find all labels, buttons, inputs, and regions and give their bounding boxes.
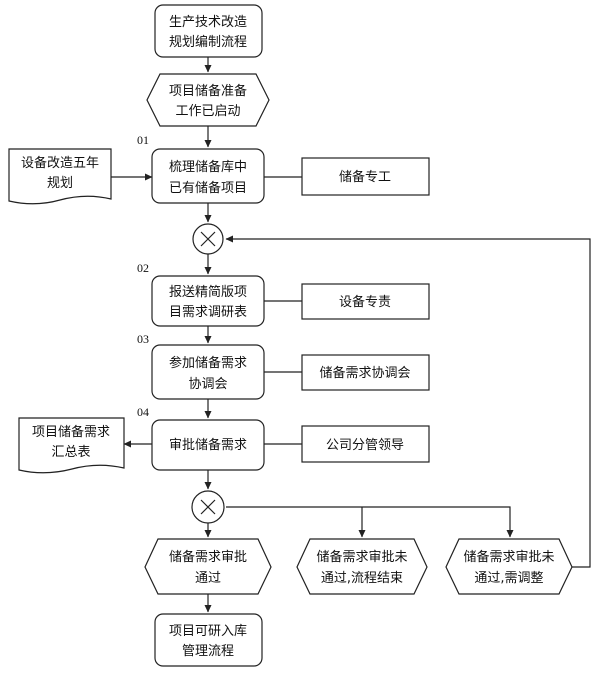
node-start-line1: 生产技术改造 (169, 15, 247, 30)
role-company-leader: 公司分管领导 (301, 425, 430, 463)
node-submit-line2: 目需求调研表 (169, 305, 247, 320)
node-start: 生产技术改造 规划编制流程 (154, 4, 263, 58)
doc-five-year-plan: 设备改造五年 规划 (8, 148, 112, 205)
node-next-line2: 管理流程 (182, 644, 234, 659)
doc-plan-line2: 规划 (47, 176, 73, 191)
arrow-gateway-to-adjust (226, 506, 514, 538)
node-approve-label: 审批储备需求 (169, 437, 247, 453)
connectors (111, 57, 591, 613)
event-approval-passed: 储备需求审批 通过 (144, 538, 272, 595)
event-approval-rejected-end: 储备需求审批未 通过,流程结束 (296, 538, 428, 595)
node-sort-line1: 梳理储备库中 (169, 159, 247, 175)
event-approval-rejected-adjust: 储备需求审批未 通过,需调整 (445, 538, 573, 595)
event-prep-started: 项目储备准备 工作已启动 (146, 73, 270, 127)
node-meeting-line1: 参加储备需求 (169, 355, 247, 371)
step-number-02: 02 (137, 261, 149, 275)
node-sort-line2: 已有储备项目 (169, 180, 247, 196)
arrow-adjust-loop-back (225, 235, 591, 568)
role-company-leader-label: 公司分管领导 (326, 438, 404, 453)
node-next-line1: 项目可研入库 (169, 623, 247, 639)
doc-summary-line2: 汇总表 (51, 445, 90, 460)
node-meeting-line2: 协调会 (188, 377, 227, 392)
event-pass-line2: 通过 (195, 571, 221, 586)
event-adjust-line1: 储备需求审批未 (463, 549, 554, 565)
node-approve: 审批储备需求 (151, 419, 265, 471)
event-adjust-line2: 通过,需调整 (474, 571, 543, 586)
node-submit-survey: 报送精简版项 目需求调研表 (151, 275, 265, 327)
role-equipment-owner: 设备专责 (301, 283, 430, 320)
role-equipment-owner-label: 设备专责 (339, 294, 391, 310)
node-submit-line1: 报送精简版项 (169, 284, 247, 300)
gateway-xor-1 (192, 223, 224, 255)
doc-plan-line1: 设备改造五年 (21, 155, 99, 171)
event-end-line1: 储备需求审批未 (316, 549, 407, 565)
step-number-01: 01 (137, 133, 149, 147)
event-end-line2: 通过,流程结束 (321, 571, 403, 586)
node-sort-items: 梳理储备库中 已有储备项目 (151, 148, 265, 204)
gateway-xor-2 (191, 490, 225, 524)
step-number-04: 04 (137, 405, 149, 419)
role-reserve-specialist-label: 储备专工 (339, 169, 391, 185)
doc-summary-line1: 项目储备需求 (32, 424, 110, 440)
event-pass-line1: 储备需求审批 (169, 549, 247, 565)
role-coord-meeting-label: 储备需求协调会 (319, 365, 410, 381)
node-attend-meeting: 参加储备需求 协调会 (151, 344, 265, 400)
event-prep-line2: 工作已启动 (175, 104, 240, 119)
step-number-03: 03 (137, 332, 149, 346)
doc-summary-table: 项目储备需求 汇总表 (18, 417, 125, 474)
event-prep-line1: 项目储备准备 (169, 83, 247, 99)
node-next-process: 项目可研入库 管理流程 (154, 613, 263, 667)
role-reserve-specialist: 储备专工 (301, 157, 430, 196)
role-coord-meeting: 储备需求协调会 (301, 354, 430, 391)
node-start-line2: 规划编制流程 (169, 35, 247, 50)
